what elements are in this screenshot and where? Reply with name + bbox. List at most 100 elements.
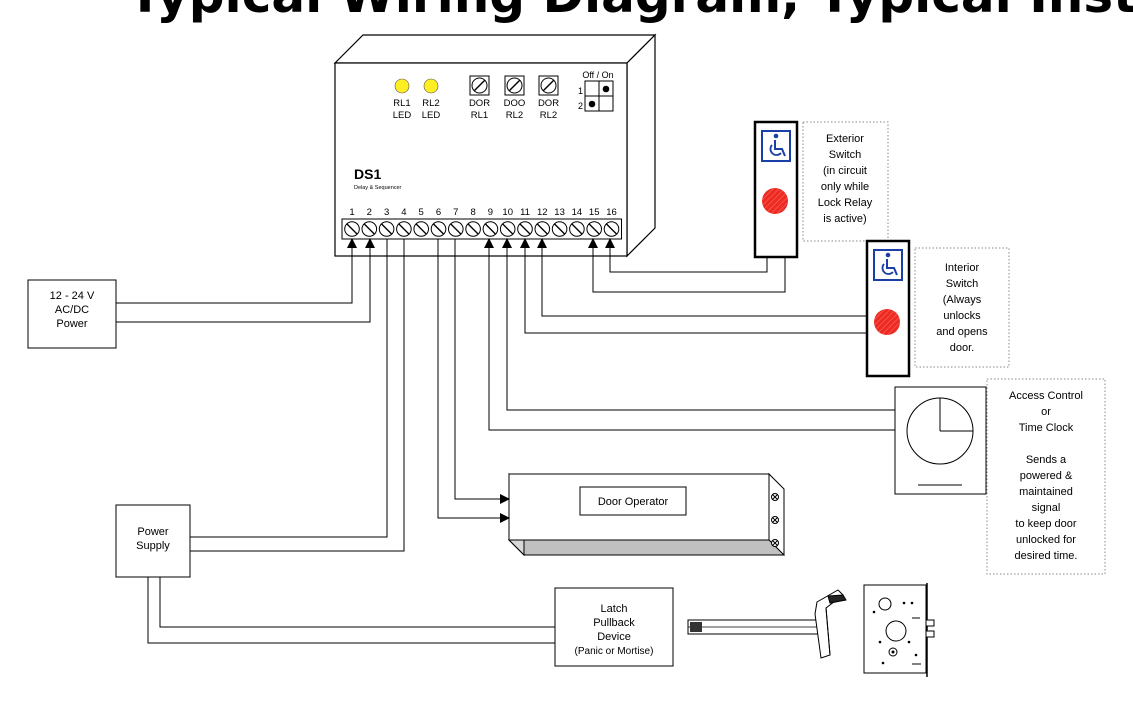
svg-text:unlocked for: unlocked for — [1016, 534, 1076, 546]
terminal-label: 13 — [554, 207, 565, 218]
svg-text:Lock Relay: Lock Relay — [818, 197, 873, 209]
access-control-device — [894, 386, 987, 495]
svg-text:and opens: and opens — [936, 326, 988, 338]
svg-text:Sends a: Sends a — [1026, 454, 1067, 466]
screw-terminal-icon[interactable] — [396, 221, 412, 237]
terminal-label: 16 — [606, 207, 617, 218]
svg-text:or: or — [1041, 406, 1051, 418]
led-rl2: RL2 LED — [422, 78, 441, 121]
exterior-switch-caption: Exterior Switch (in circuit only while L… — [802, 121, 889, 242]
push-button-icon[interactable] — [874, 309, 900, 335]
terminal-label: 5 — [419, 207, 424, 218]
interior-switch-caption: Interior Switch (Always unlocks and open… — [914, 247, 1010, 368]
mounting-screw-icon — [771, 493, 779, 547]
svg-text:(Panic or Mortise): (Panic or Mortise) — [575, 646, 654, 657]
screw-terminal-icon[interactable] — [465, 221, 481, 237]
svg-text:2: 2 — [578, 101, 583, 111]
svg-text:door.: door. — [950, 342, 974, 354]
svg-text:RL1: RL1 — [471, 110, 488, 121]
pot-dor-rl2[interactable]: DOR RL2 — [538, 75, 559, 121]
wiring — [116, 238, 895, 644]
push-button-icon[interactable] — [762, 188, 788, 214]
page-header: Typical Wiring Diagram, Typical Installa… — [0, 0, 1133, 60]
pot-doo-rl2[interactable]: DOO RL2 — [504, 75, 526, 121]
interior-switch — [865, 239, 911, 378]
dip-switch[interactable]: Off / On 1 2 — [578, 70, 614, 112]
svg-text:DOR: DOR — [538, 98, 559, 109]
screw-terminal-icon[interactable] — [344, 221, 360, 237]
screw-terminal-icon[interactable] — [413, 221, 430, 237]
page-title: Typical Wiring Diagram, Typical Installa… — [128, 0, 1133, 24]
svg-text:Pullback: Pullback — [593, 617, 635, 629]
wheelchair-icon — [873, 249, 903, 281]
svg-text:Power: Power — [137, 526, 169, 538]
svg-text:Switch: Switch — [946, 278, 978, 290]
terminal-label: 1 — [349, 207, 354, 218]
terminal-label: 4 — [401, 207, 406, 218]
terminal-label: 2 — [367, 207, 372, 218]
svg-text:to keep door: to keep door — [1015, 518, 1076, 530]
ds1-controller: RL1 LED RL2 LED DOR RL1 DOO RL2 DOR — [333, 33, 657, 258]
screw-terminal-icon[interactable] — [448, 221, 464, 237]
svg-text:Exterior: Exterior — [826, 133, 864, 145]
screw-terminal-icon[interactable] — [551, 221, 568, 237]
screw-terminal-icon[interactable] — [603, 221, 620, 237]
svg-text:RL2: RL2 — [422, 98, 439, 109]
screw-terminal-icon[interactable] — [586, 221, 603, 237]
svg-text:desired time.: desired time. — [1015, 550, 1078, 562]
terminal-label: 6 — [436, 207, 441, 218]
svg-text:DOO: DOO — [504, 98, 526, 109]
svg-text:Switch: Switch — [829, 149, 861, 161]
svg-text:LED: LED — [393, 110, 412, 121]
terminal-label: 8 — [470, 207, 475, 218]
access-control-caption: Access Control or Time Clock Sends a pow… — [986, 378, 1106, 575]
svg-text:Time Clock: Time Clock — [1019, 422, 1074, 434]
exterior-switch — [753, 120, 799, 259]
svg-text:RL2: RL2 — [540, 110, 557, 121]
svg-text:12 - 24 V: 12 - 24 V — [50, 290, 95, 302]
svg-text:Latch: Latch — [601, 603, 628, 615]
screw-terminal-icon[interactable] — [430, 221, 447, 237]
svg-text:is active): is active) — [823, 213, 866, 225]
terminal-block — [341, 218, 622, 240]
svg-text:only while: only while — [821, 181, 869, 193]
svg-text:Power: Power — [56, 318, 88, 330]
screw-terminal-icon[interactable] — [534, 221, 551, 237]
svg-text:RL1: RL1 — [393, 98, 410, 109]
latch-pullback-device: Latch Pullback Device (Panic or Mortise) — [554, 587, 674, 667]
screw-terminal-icon[interactable] — [378, 221, 395, 237]
svg-text:DOR: DOR — [469, 98, 490, 109]
svg-text:AC/DC: AC/DC — [55, 304, 89, 316]
panic-bar-icon — [687, 589, 847, 659]
svg-text:unlocks: unlocks — [943, 310, 981, 322]
svg-text:(in circuit: (in circuit — [823, 165, 867, 177]
door-operator-label: Door Operator — [598, 496, 669, 508]
svg-text:LED: LED — [422, 110, 441, 121]
ds1-name: DS1 — [354, 166, 381, 182]
led-rl1: RL1 LED — [393, 78, 412, 121]
terminal-label: 14 — [572, 207, 583, 218]
ds1-subtitle: Delay & Sequencer — [354, 185, 402, 191]
screw-terminal-icon[interactable] — [569, 221, 585, 237]
power-source: 12 - 24 V AC/DC Power — [27, 279, 117, 349]
power-supply: Power Supply — [115, 504, 191, 578]
terminal-label: 7 — [453, 207, 458, 218]
mortise-lock-icon — [863, 583, 935, 677]
svg-text:Off / On: Off / On — [582, 70, 613, 80]
svg-text:Interior: Interior — [945, 262, 980, 274]
pot-dor-rl1[interactable]: DOR RL1 — [469, 75, 490, 121]
svg-text:(Always: (Always — [943, 294, 982, 306]
screw-terminal-icon[interactable] — [517, 221, 533, 237]
terminal-label: 12 — [537, 207, 548, 218]
terminal-label: 11 — [520, 207, 530, 218]
screw-terminal-icon[interactable] — [499, 221, 516, 237]
wheelchair-icon — [761, 130, 791, 162]
svg-text:Device: Device — [597, 631, 631, 643]
terminal-label: 10 — [502, 207, 513, 218]
screw-terminal-icon[interactable] — [482, 221, 499, 237]
screw-terminal-icon[interactable] — [361, 221, 378, 237]
svg-text:powered &: powered & — [1020, 470, 1073, 482]
terminal-label: 3 — [384, 207, 389, 218]
